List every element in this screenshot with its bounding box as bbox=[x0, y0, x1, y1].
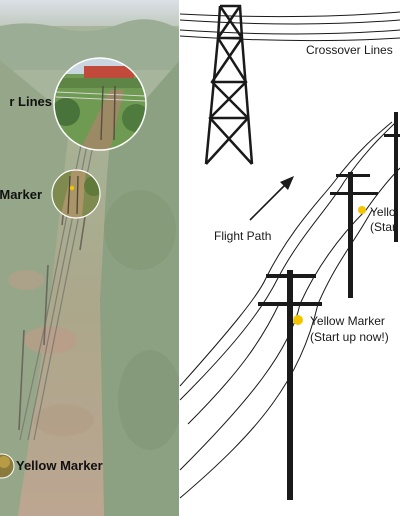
yellow-marker-near bbox=[293, 315, 303, 325]
arrow-icon bbox=[280, 176, 294, 190]
utility-pole-icon-near bbox=[258, 270, 322, 500]
utility-pole-icon-far bbox=[330, 172, 378, 298]
utility-pole-icon-farthest bbox=[384, 112, 400, 242]
near-marker-label-line1: Yellow Marker bbox=[310, 314, 385, 328]
inset-crossover bbox=[53, 57, 147, 151]
flight-path-label: Flight Path bbox=[214, 229, 271, 243]
lattice-tower-icon bbox=[204, 4, 254, 165]
near-marker-label-line2: (Start up now!) bbox=[310, 330, 389, 344]
far-marker-label-line2: (Star bbox=[370, 220, 396, 234]
crossover-lines-label: Crossover Lines bbox=[306, 43, 393, 57]
schematic-diagram: Crossover Lines Flight Path bbox=[179, 0, 400, 516]
crossover-wires bbox=[179, 11, 400, 42]
photo-label-crossover: r Lines bbox=[9, 94, 52, 109]
inset-marker-bottom bbox=[0, 453, 15, 479]
far-marker-label-line1: Yello bbox=[370, 205, 396, 219]
photo-label-marker-mid: Marker bbox=[0, 187, 42, 202]
photo-label-marker-bottom: Yellow Marker bbox=[16, 458, 103, 473]
yellow-marker-far bbox=[358, 206, 366, 214]
flight-path-arrow bbox=[249, 176, 294, 221]
